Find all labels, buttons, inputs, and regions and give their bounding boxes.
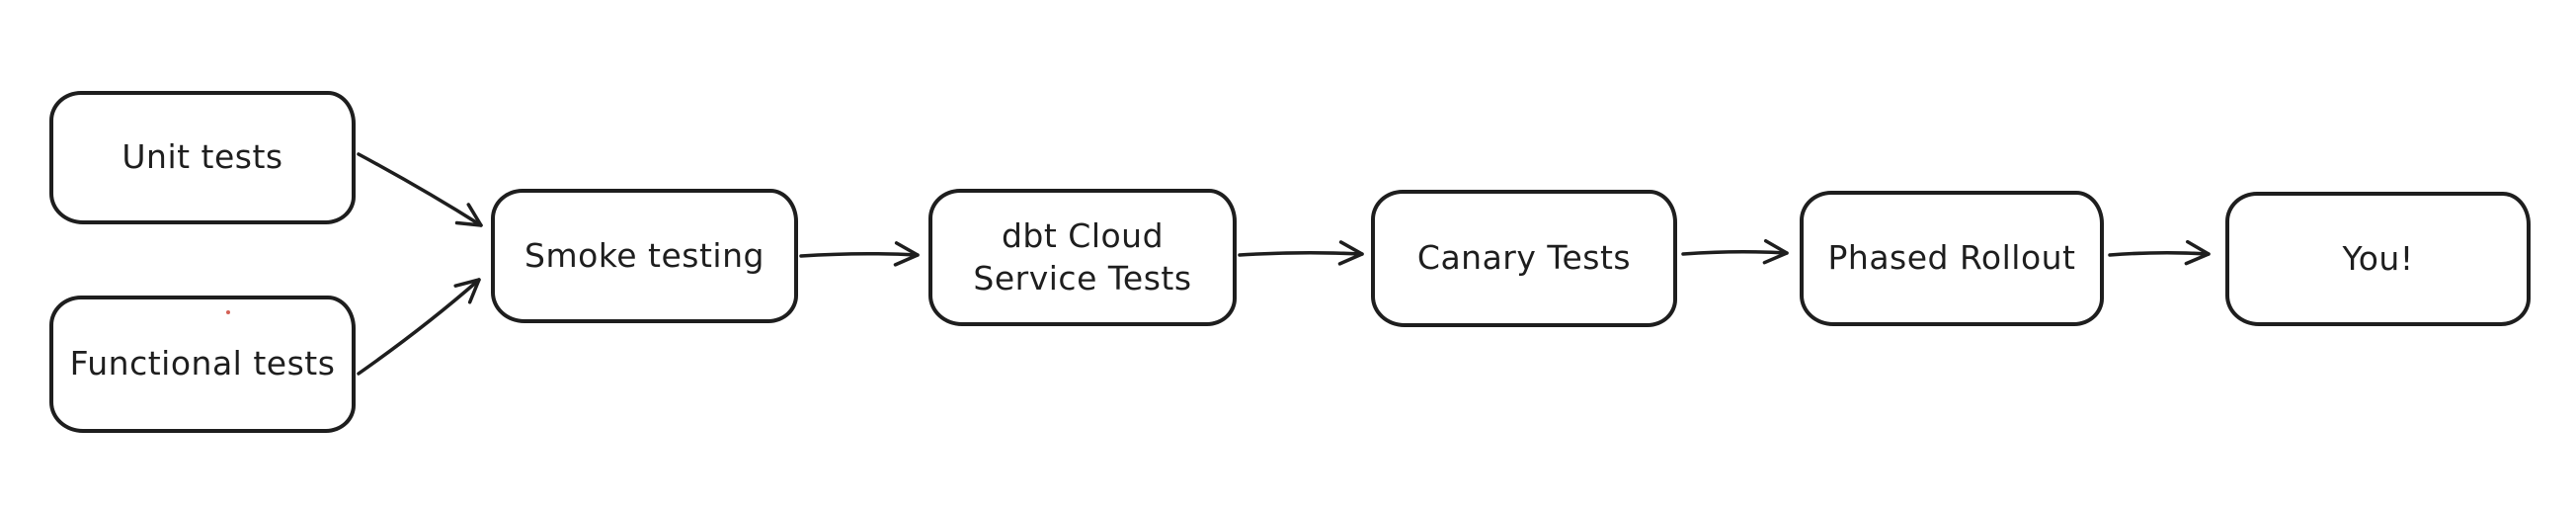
- red-dot-artifact: [226, 310, 230, 314]
- node-smoke-testing: Smoke testing: [491, 189, 798, 323]
- node-phased-rollout: Phased Rollout: [1800, 191, 2104, 326]
- arrow-canary-to-phased: [1681, 238, 1789, 265]
- arrow-phased-to-you: [2108, 239, 2211, 266]
- node-label: You!: [2342, 238, 2414, 278]
- node-label-line2: Service Tests: [973, 258, 1192, 298]
- node-label: Unit tests: [121, 137, 283, 177]
- arrow-smoke-to-dbt: [799, 241, 920, 267]
- node-label: Phased Rollout: [1827, 238, 2076, 278]
- node-dbt-cloud-service-tests: dbt Cloud Service Tests: [928, 189, 1237, 326]
- node-label-line1: dbt Cloud: [1001, 216, 1165, 256]
- arrow-unit-to-smoke: [357, 152, 483, 227]
- node-label: Smoke testing: [524, 235, 765, 275]
- node-canary-tests: Canary Tests: [1371, 190, 1677, 327]
- arrow-functional-to-smoke: [357, 278, 481, 376]
- node-label: Functional tests: [69, 344, 336, 383]
- node-unit-tests: Unit tests: [49, 91, 356, 224]
- arrow-dbt-to-canary: [1238, 240, 1364, 266]
- node-label: Canary Tests: [1416, 238, 1632, 278]
- node-functional-tests: Functional tests: [49, 296, 356, 433]
- node-you: You!: [2225, 192, 2531, 326]
